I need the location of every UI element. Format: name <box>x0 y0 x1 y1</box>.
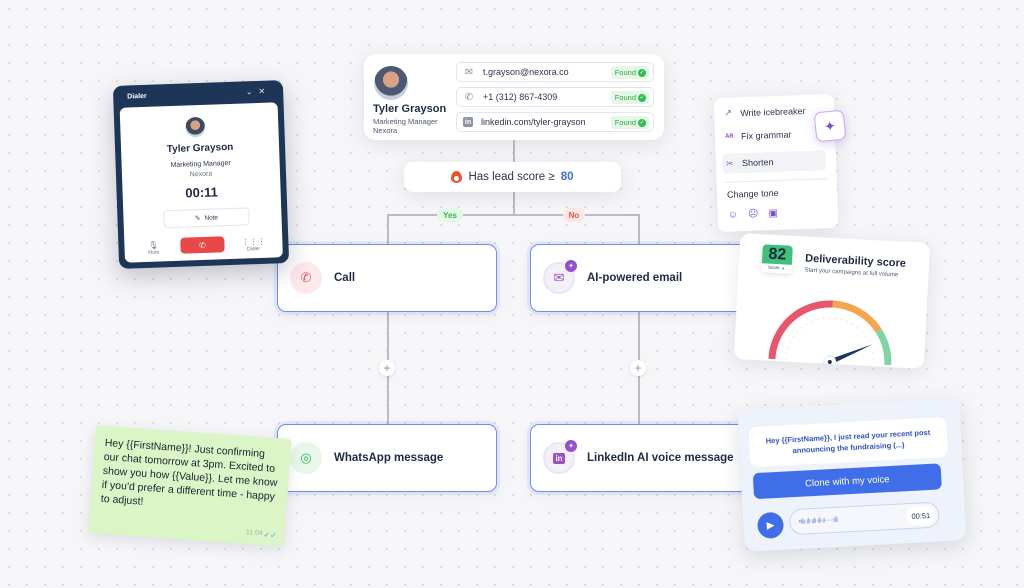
check-icon: ✓ <box>638 93 646 102</box>
play-icon: ▶ <box>766 519 775 532</box>
avatar <box>185 116 206 138</box>
briefcase-icon[interactable]: ▣ <box>768 207 779 220</box>
deliverability-gauge <box>768 300 892 368</box>
contact-name: Tyler Grayson <box>373 103 447 115</box>
found-badge: Found✓ <box>610 116 649 129</box>
call-label: Call <box>334 272 356 284</box>
ai-email-node[interactable]: ✉ ✦ AI-powered email <box>530 244 750 312</box>
mute-button[interactable]: 🎙Mute <box>140 240 167 256</box>
smile-icon[interactable]: ☺ <box>727 209 739 221</box>
note-button[interactable]: ✎Note <box>163 207 250 229</box>
hang-up-button[interactable]: ✆ <box>180 236 225 254</box>
phone-icon: ✆ <box>464 91 474 103</box>
contact-title: Marketing Manager <box>373 117 438 126</box>
voice-message-text: Hey {{FirstName}}, I just read your rece… <box>748 416 949 468</box>
keypad-icon: ⋮⋮⋮ <box>241 236 266 247</box>
linkedin-voice-node[interactable]: in ✦ LinkedIn AI voice message <box>530 424 750 492</box>
flame-icon <box>451 171 463 183</box>
dialer-company: Nexora <box>189 170 213 179</box>
linkedin-icon: in ✦ <box>543 440 577 474</box>
linkedin-value: linkedin.com/tyler-grayson <box>481 117 586 127</box>
linkedin-voice-label: LinkedIn AI voice message <box>587 452 734 464</box>
play-button[interactable]: ▶ <box>756 511 785 539</box>
connector-line <box>513 192 515 214</box>
condition-label: Has lead score ≥ <box>468 171 555 183</box>
pickaxe-icon: ↗ <box>724 107 732 118</box>
deliverability-subtitle: Start your campaigns at full volume <box>804 267 899 279</box>
waveform-icon: •ılıı·ılı·ıılı·ılı·ıı·····ıılı <box>798 514 838 526</box>
linkedin-field[interactable]: in linkedin.com/tyler-grayson Found✓ <box>456 112 654 132</box>
menu-item-write-icebreaker[interactable]: ↗Write icebreaker <box>724 105 806 118</box>
audio-duration: 00:51 <box>905 505 936 526</box>
condition-node[interactable]: Has lead score ≥ 80 <box>404 162 621 192</box>
avatar <box>374 66 408 100</box>
whatsapp-node[interactable]: ◎ WhatsApp message <box>277 424 497 492</box>
email-value: t.grayson@nexora.co <box>483 67 569 77</box>
contact-company: Nexora <box>373 126 398 135</box>
connector-line <box>387 214 389 244</box>
found-badge: Found✓ <box>610 91 649 104</box>
score-badge: 82 Score ▲ <box>761 244 793 274</box>
ai-email-label: AI-powered email <box>587 272 683 284</box>
divider <box>724 178 829 183</box>
whatsapp-message-text: Hey {{FirstName}}! Just confirming our c… <box>100 436 278 508</box>
ai-sparkle-icon[interactable]: ✦ <box>813 109 847 143</box>
sad-icon[interactable]: ☹ <box>747 208 759 221</box>
call-node[interactable]: ✆ Call <box>277 244 497 312</box>
phone-icon: ✆ <box>290 262 322 294</box>
deliverability-card: 82 Score ▲ Deliverability score Start yo… <box>733 233 931 369</box>
found-badge: Found✓ <box>610 66 649 79</box>
keypad-button[interactable]: ⋮⋮⋮Dialer <box>241 236 266 253</box>
dialer-title: Dialer <box>127 92 147 101</box>
scissors-icon: ✂ <box>725 157 734 169</box>
voice-clone-card: Hey {{FirstName}}, I just read your rece… <box>737 398 967 552</box>
score-label: Score ▲ <box>767 264 786 271</box>
deliverability-title: Deliverability score <box>804 252 907 270</box>
phone-value: +1 (312) 867-4309 <box>483 92 558 102</box>
whatsapp-label: WhatsApp message <box>334 452 444 464</box>
ai-sparkle-icon: ✦ <box>565 440 577 452</box>
condition-value: 80 <box>560 171 574 183</box>
score-value: 82 <box>761 244 793 265</box>
tone-options: ☺ ☹ ▣ <box>728 208 778 221</box>
mail-icon: ✉ ✦ <box>543 260 577 294</box>
edit-icon: ✎ <box>194 215 201 223</box>
audio-waveform[interactable]: •ılıı·ılı·ıılı·ılı·ıı·····ıılı 00:51 <box>788 501 940 536</box>
spellcheck-icon: AB <box>724 133 734 140</box>
message-time: 11:04 <box>245 529 264 538</box>
ai-sparkle-icon: ✦ <box>565 260 577 272</box>
no-branch-badge: No <box>563 208 585 222</box>
phone-field[interactable]: ✆ +1 (312) 867-4309 Found✓ <box>456 87 654 107</box>
call-timer: 00:11 <box>185 184 219 201</box>
check-icon: ✓ <box>638 68 646 77</box>
linkedin-icon: in <box>463 117 473 127</box>
clone-voice-button[interactable]: Clone with my voice <box>752 463 942 500</box>
change-tone-label: Change tone <box>726 187 779 200</box>
add-step-button[interactable]: + <box>630 360 646 376</box>
dialer-body: Tyler Grayson Marketing Manager Nexora 0… <box>119 102 283 263</box>
add-step-button[interactable]: + <box>379 360 395 376</box>
contact-card: Tyler Grayson Marketing Manager Nexora ✉… <box>364 54 664 140</box>
dialer-window: Dialer ⌄✕ Tyler Grayson Marketing Manage… <box>112 80 290 269</box>
contact-role: Marketing Manager Nexora <box>373 117 438 135</box>
double-check-icon: ✓✓ <box>263 530 278 541</box>
whatsapp-message-bubble: Hey {{FirstName}}! Just confirming our c… <box>88 425 292 547</box>
whatsapp-icon: ◎ <box>290 442 322 474</box>
window-controls[interactable]: ⌄✕ <box>245 86 272 97</box>
connector-line <box>513 140 515 162</box>
check-icon: ✓ <box>638 118 646 127</box>
email-field[interactable]: ✉ t.grayson@nexora.co Found✓ <box>456 62 654 82</box>
connector-line <box>638 214 640 244</box>
yes-branch-badge: Yes <box>437 208 463 222</box>
mail-icon: ✉ <box>464 66 474 78</box>
dialer-name: Tyler Grayson <box>166 141 234 156</box>
menu-item-shorten[interactable]: ✂Shorten <box>721 150 827 174</box>
connector-line <box>387 214 639 216</box>
hang-up-icon: ✆ <box>198 240 206 250</box>
